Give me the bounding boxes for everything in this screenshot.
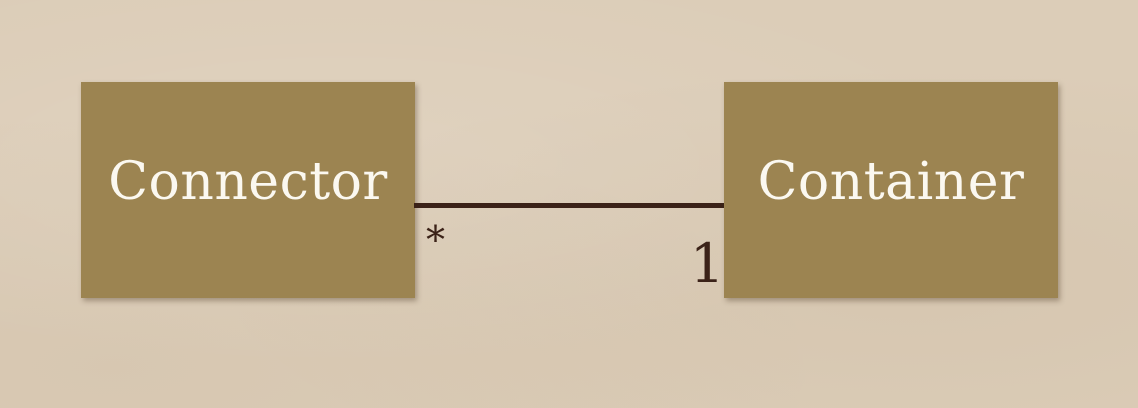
class-name-connector: Connector <box>108 152 388 212</box>
association-line <box>414 203 726 208</box>
class-box-connector: Connector <box>81 82 415 298</box>
class-name-container: Container <box>757 152 1025 212</box>
multiplicity-container: 1 <box>690 232 725 295</box>
class-box-container: Container <box>724 82 1058 298</box>
multiplicity-connector: * <box>426 218 445 262</box>
